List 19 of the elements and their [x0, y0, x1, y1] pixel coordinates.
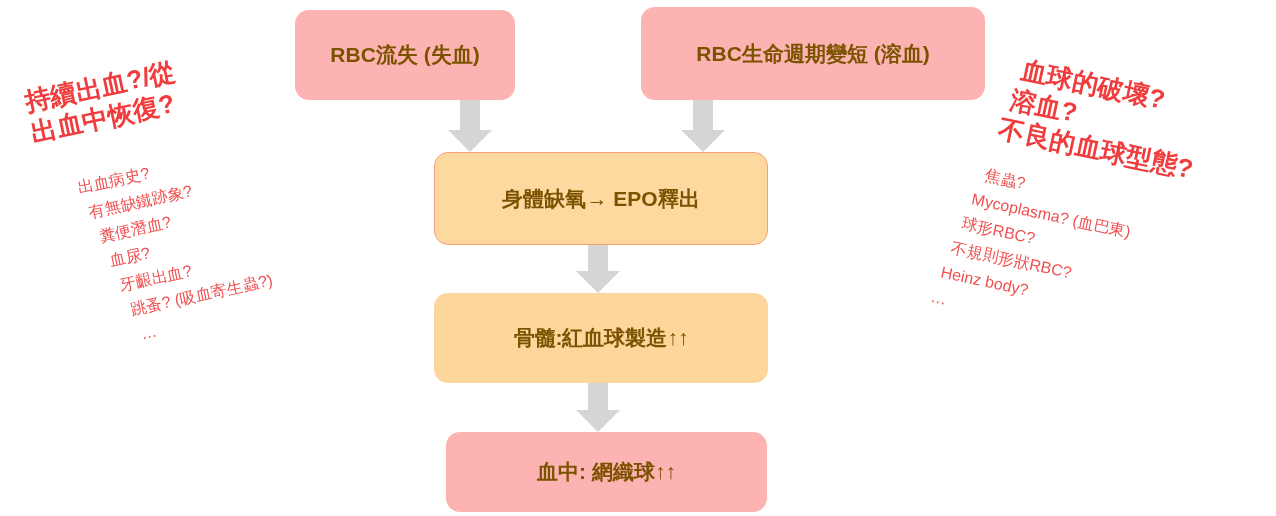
process-box	[446, 432, 767, 512]
question-item: …	[138, 321, 159, 344]
box-label: 骨髓:紅血球製造↑↑	[513, 325, 689, 351]
question-item: …	[928, 286, 949, 309]
block-arrow	[448, 100, 492, 152]
box-label: RBC生命週期變短 (溶血)	[696, 40, 930, 67]
question-item: 血尿?	[107, 244, 152, 271]
process-box	[434, 152, 768, 245]
box-label: RBC流失 (失血)	[330, 42, 480, 68]
block-arrow	[681, 100, 725, 152]
block-arrow	[576, 245, 620, 293]
question-item: 焦蟲?	[983, 165, 1028, 193]
block-arrow	[576, 383, 620, 432]
question-heading: 持續出血?/從出血中恢復?	[22, 55, 179, 149]
box-label: 身體缺氧→ EPO釋出	[502, 185, 700, 212]
box-label: 血中: 網織球↑↑	[537, 459, 676, 485]
process-box	[295, 10, 515, 100]
process-box	[434, 293, 768, 383]
process-box	[641, 7, 985, 100]
